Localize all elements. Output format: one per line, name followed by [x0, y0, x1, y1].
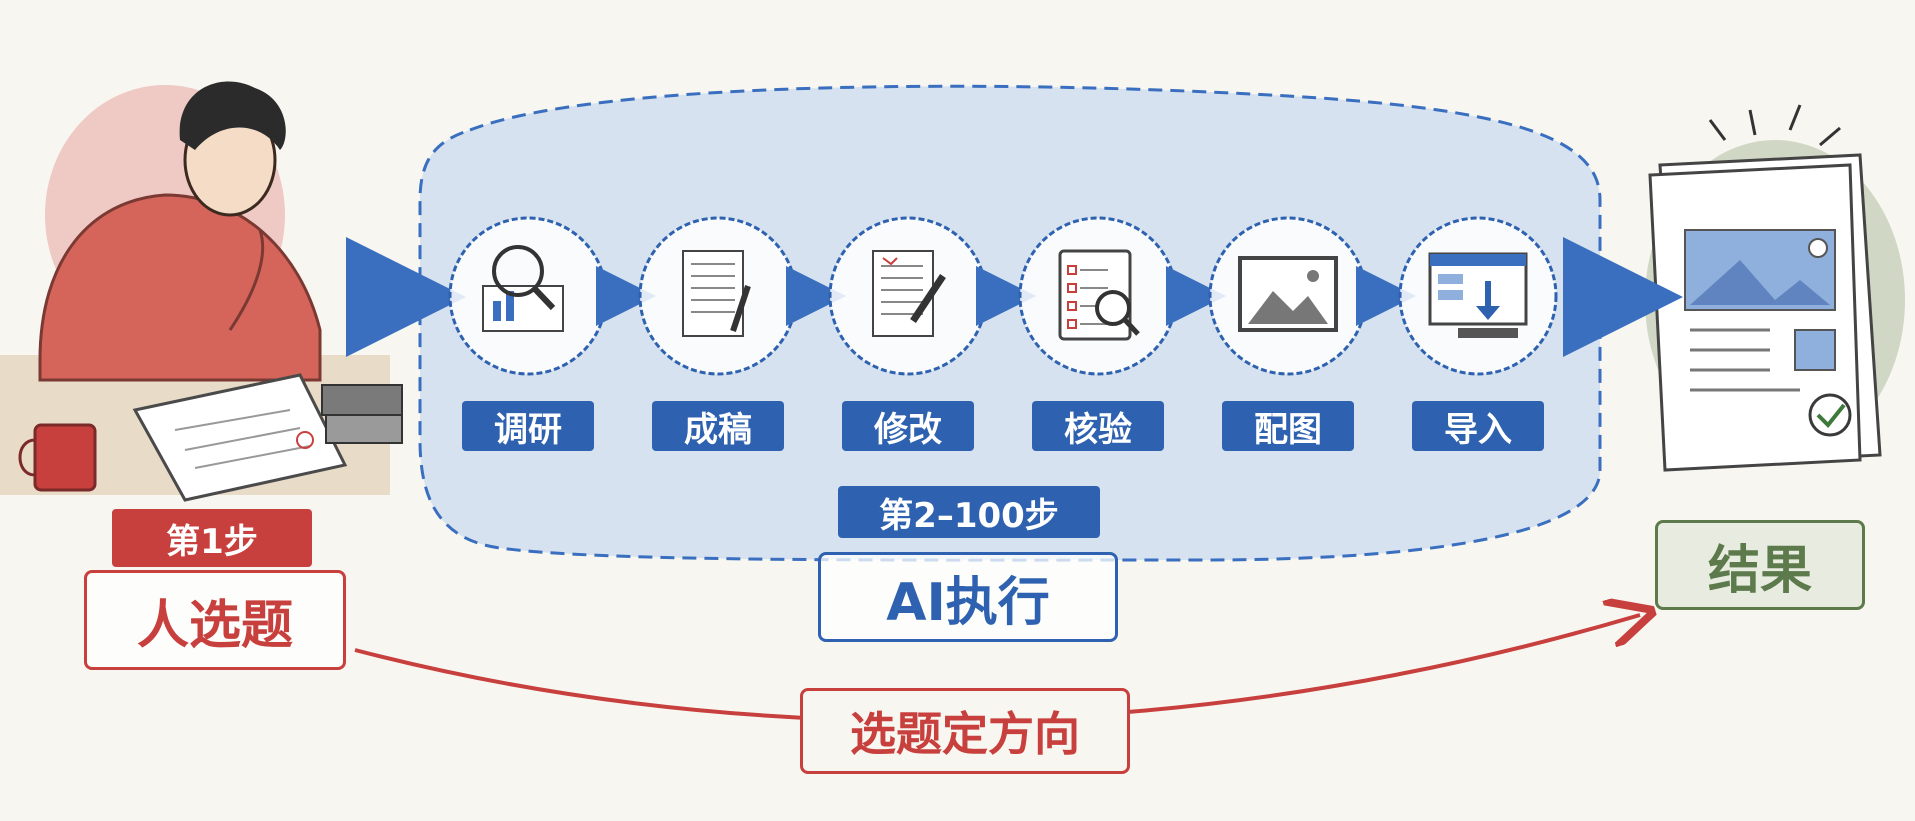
edited-document-pencil-icon	[872, 250, 946, 337]
step-label-4: 核验	[1032, 401, 1164, 451]
step-node-5	[1208, 216, 1368, 376]
magnifier-chart-book-icon	[482, 245, 564, 332]
step-node-6	[1398, 216, 1558, 376]
step-label-2: 成稿	[652, 401, 784, 451]
human-title: 人选题	[84, 570, 346, 670]
step-label-3: 修改	[842, 401, 974, 451]
image-frame-icon	[1238, 256, 1338, 332]
step-label-1: 调研	[462, 401, 594, 451]
person-writing-icon	[0, 81, 403, 502]
step-node-1	[448, 216, 608, 376]
window-import-icon	[1428, 252, 1528, 338]
step-node-4	[1018, 216, 1178, 376]
ai-step-tag: 第2–100步	[838, 486, 1100, 538]
step-label-6: 导入	[1412, 401, 1544, 451]
step-label-5: 配图	[1222, 401, 1354, 451]
finished-document-stack-icon	[1645, 104, 1905, 472]
result-title: 结果	[1655, 520, 1865, 610]
checklist-magnifier-icon	[1058, 249, 1140, 341]
step-node-2	[638, 216, 798, 376]
step-node-3	[828, 216, 988, 376]
ai-title: AI执行	[818, 552, 1118, 642]
direction-label: 选题定方向	[800, 688, 1130, 774]
document-pen-icon	[682, 250, 751, 337]
human-step-tag: 第1步	[112, 509, 312, 567]
